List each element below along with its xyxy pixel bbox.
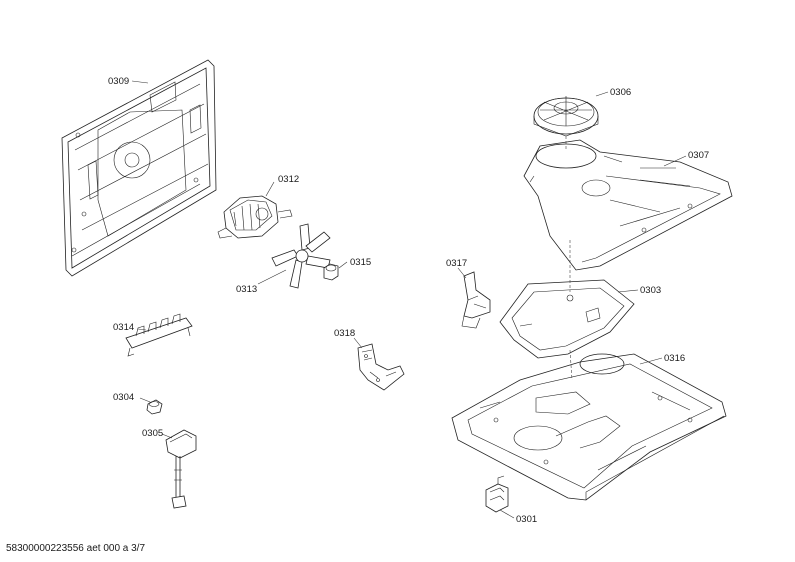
label-0301: 0301 [516, 514, 537, 525]
label-0314: 0314 [113, 322, 134, 333]
label-0303: 0303 [640, 285, 661, 296]
label-0312: 0312 [278, 174, 299, 185]
label-0318: 0318 [334, 328, 355, 339]
part-0314-terminal-block[interactable] [125, 313, 193, 357]
assembly-axis-line [565, 136, 573, 381]
part-0305-power-cord[interactable] [165, 429, 197, 509]
label-0306: 0306 [610, 87, 631, 98]
label-0304: 0304 [113, 392, 134, 403]
part-0313-fan-wheel[interactable] [271, 223, 331, 289]
part-0317-small-bracket[interactable] [461, 271, 491, 329]
part-0301-latch[interactable] [485, 475, 509, 513]
part-0307-air-duct[interactable] [523, 139, 733, 271]
part-0303-insulation-plate[interactable] [499, 279, 635, 359]
part-0309-back-panel[interactable] [61, 59, 217, 277]
label-0317: 0317 [446, 258, 467, 269]
footer-doc-id: 58300000223556 aet 000 a 3/7 [6, 543, 146, 554]
part-0304-grommet[interactable] [146, 399, 163, 415]
label-0316: 0316 [664, 353, 685, 364]
part-0315-nut[interactable] [323, 263, 339, 281]
label-0309: 0309 [108, 76, 129, 87]
label-0315: 0315 [350, 257, 371, 268]
part-0318-bracket[interactable] [357, 343, 405, 391]
part-0306-fan-cover[interactable] [533, 96, 599, 137]
label-0305: 0305 [142, 428, 163, 439]
part-0312-fan-motor[interactable] [217, 195, 293, 239]
part-0316-base-pan[interactable] [451, 353, 727, 501]
label-0307: 0307 [688, 150, 709, 161]
label-0313: 0313 [236, 284, 257, 295]
